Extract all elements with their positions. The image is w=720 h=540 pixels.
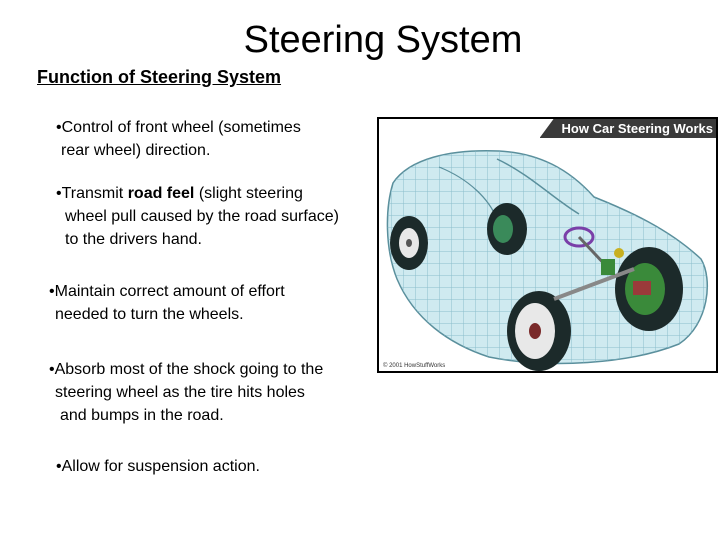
- bullet-text: Allow for suspension action.: [61, 458, 260, 475]
- bullet-glyph: •: [56, 185, 62, 202]
- bullet-glyph: •: [49, 283, 55, 300]
- bullet-glyph: •: [56, 119, 62, 136]
- bullet-text: steering wheel as the tire hits holes: [55, 384, 305, 401]
- bullet-item-shock-absorb: •Absorb most of the shock going to the s…: [49, 358, 323, 427]
- bullet-text: Maintain correct amount of effort: [54, 283, 285, 300]
- bullet-item-effort: •Maintain correct amount of effort neede…: [49, 280, 285, 326]
- bullet-glyph: •: [49, 361, 55, 378]
- section-heading: Function of Steering System: [37, 67, 282, 87]
- bullet-text: Absorb most of the shock going to the: [54, 361, 324, 378]
- bullet-text: and bumps in the road.: [60, 407, 224, 424]
- bullet-text: (slight steering: [194, 185, 303, 202]
- bullet-text: to the drivers hand.: [65, 231, 202, 248]
- far-front-wheel-icon: [487, 203, 527, 255]
- bullet-text: wheel pull caused by the road surface): [65, 208, 339, 225]
- bullet-bold-term: road feel: [127, 185, 195, 202]
- steering-diagram-figure: How Car Steering Works © 2001 HowStuffWo…: [377, 117, 718, 373]
- bullet-text: needed to turn the wheels.: [55, 306, 244, 323]
- slide-title: Steering System: [243, 19, 523, 61]
- bullet-glyph: •: [56, 458, 62, 475]
- steering-rack-icon: [553, 248, 635, 301]
- bullet-text: rear wheel) direction.: [61, 142, 211, 159]
- bullet-item-suspension: •Allow for suspension action.: [56, 455, 260, 478]
- near-front-wheel-icon: [507, 291, 571, 371]
- bullet-item-road-feel: •Transmit road feel (slight steering whe…: [56, 182, 339, 251]
- front-right-wheel-icon: [615, 247, 683, 331]
- bullet-text: Transmit: [61, 185, 128, 202]
- rear-wheel-icon: [390, 216, 428, 270]
- figure-banner: How Car Steering Works: [539, 119, 716, 138]
- figure-copyright: © 2001 HowStuffWorks: [383, 363, 446, 369]
- bullet-text: Control of front wheel (sometimes: [61, 119, 301, 136]
- car-wireframe-illustration: [386, 150, 709, 371]
- bullet-item-direction-control: •Control of front wheel (sometimes rear …: [56, 116, 301, 162]
